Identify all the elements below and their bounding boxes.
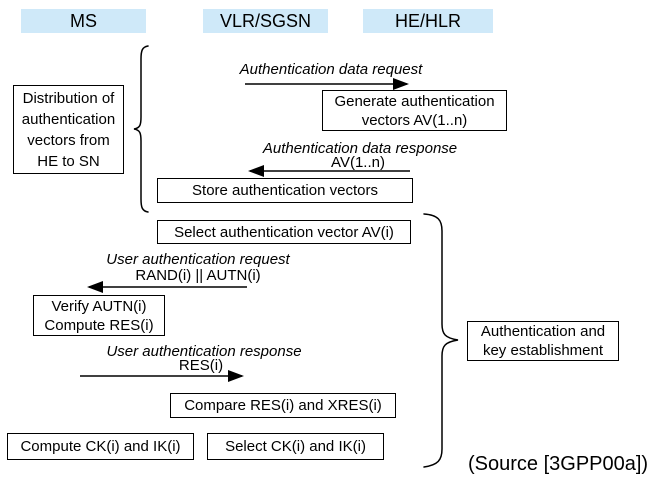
step-line: Compute RES(i) xyxy=(44,316,154,334)
actor-ms: MS xyxy=(21,9,146,33)
actor-vlr-sgsn: VLR/SGSN xyxy=(203,9,328,33)
auth-key-phase-brace xyxy=(423,213,459,468)
msg-user-auth-response-label: User authentication response xyxy=(106,343,302,360)
msg-auth-data-request-label: Authentication data request xyxy=(239,61,423,78)
msg-auth-data-response-label: Authentication data response xyxy=(262,140,458,157)
step-line: Verify AUTN(i) xyxy=(51,297,147,315)
note-distribution-phase: Distribution of authentication vectors f… xyxy=(13,85,124,174)
msg-user-auth-response-payload: RES(i) xyxy=(178,357,224,374)
step-store-vectors: Store authentication vectors xyxy=(157,178,413,203)
distribution-phase-brace xyxy=(133,45,149,213)
step-select-ck-ik: Select CK(i) and IK(i) xyxy=(207,433,384,460)
source-citation: (Source [3GPP00a]) xyxy=(468,453,649,475)
step-verify-compute: Verify AUTN(i) Compute RES(i) xyxy=(33,295,165,336)
note-auth-key-phase: Authentication and key establishment xyxy=(467,321,619,361)
step-line: Generate authentication xyxy=(334,92,495,110)
step-select-vector: Select authentication vector AV(i) xyxy=(157,220,411,244)
step-line: vectors AV(1..n) xyxy=(361,111,468,129)
msg-auth-data-response-payload: AV(1..n) xyxy=(331,154,385,171)
note-line: HE to SN xyxy=(37,152,100,170)
step-compute-ck-ik: Compute CK(i) and IK(i) xyxy=(7,433,194,460)
msg-user-auth-request-label: User authentication request xyxy=(106,251,290,268)
step-compare-res: Compare RES(i) and XRES(i) xyxy=(170,393,396,418)
note-line: key establishment xyxy=(482,342,604,359)
note-line: Distribution of xyxy=(22,89,115,107)
note-line: vectors from xyxy=(27,131,110,149)
msg-user-auth-request-payload: RAND(i) || AUTN(i) xyxy=(135,267,261,284)
actor-he-hlr: HE/HLR xyxy=(363,9,493,33)
note-line: Authentication and xyxy=(480,323,606,340)
step-generate-vectors: Generate authentication vectors AV(1..n) xyxy=(322,90,507,131)
note-line: authentication xyxy=(21,110,116,128)
